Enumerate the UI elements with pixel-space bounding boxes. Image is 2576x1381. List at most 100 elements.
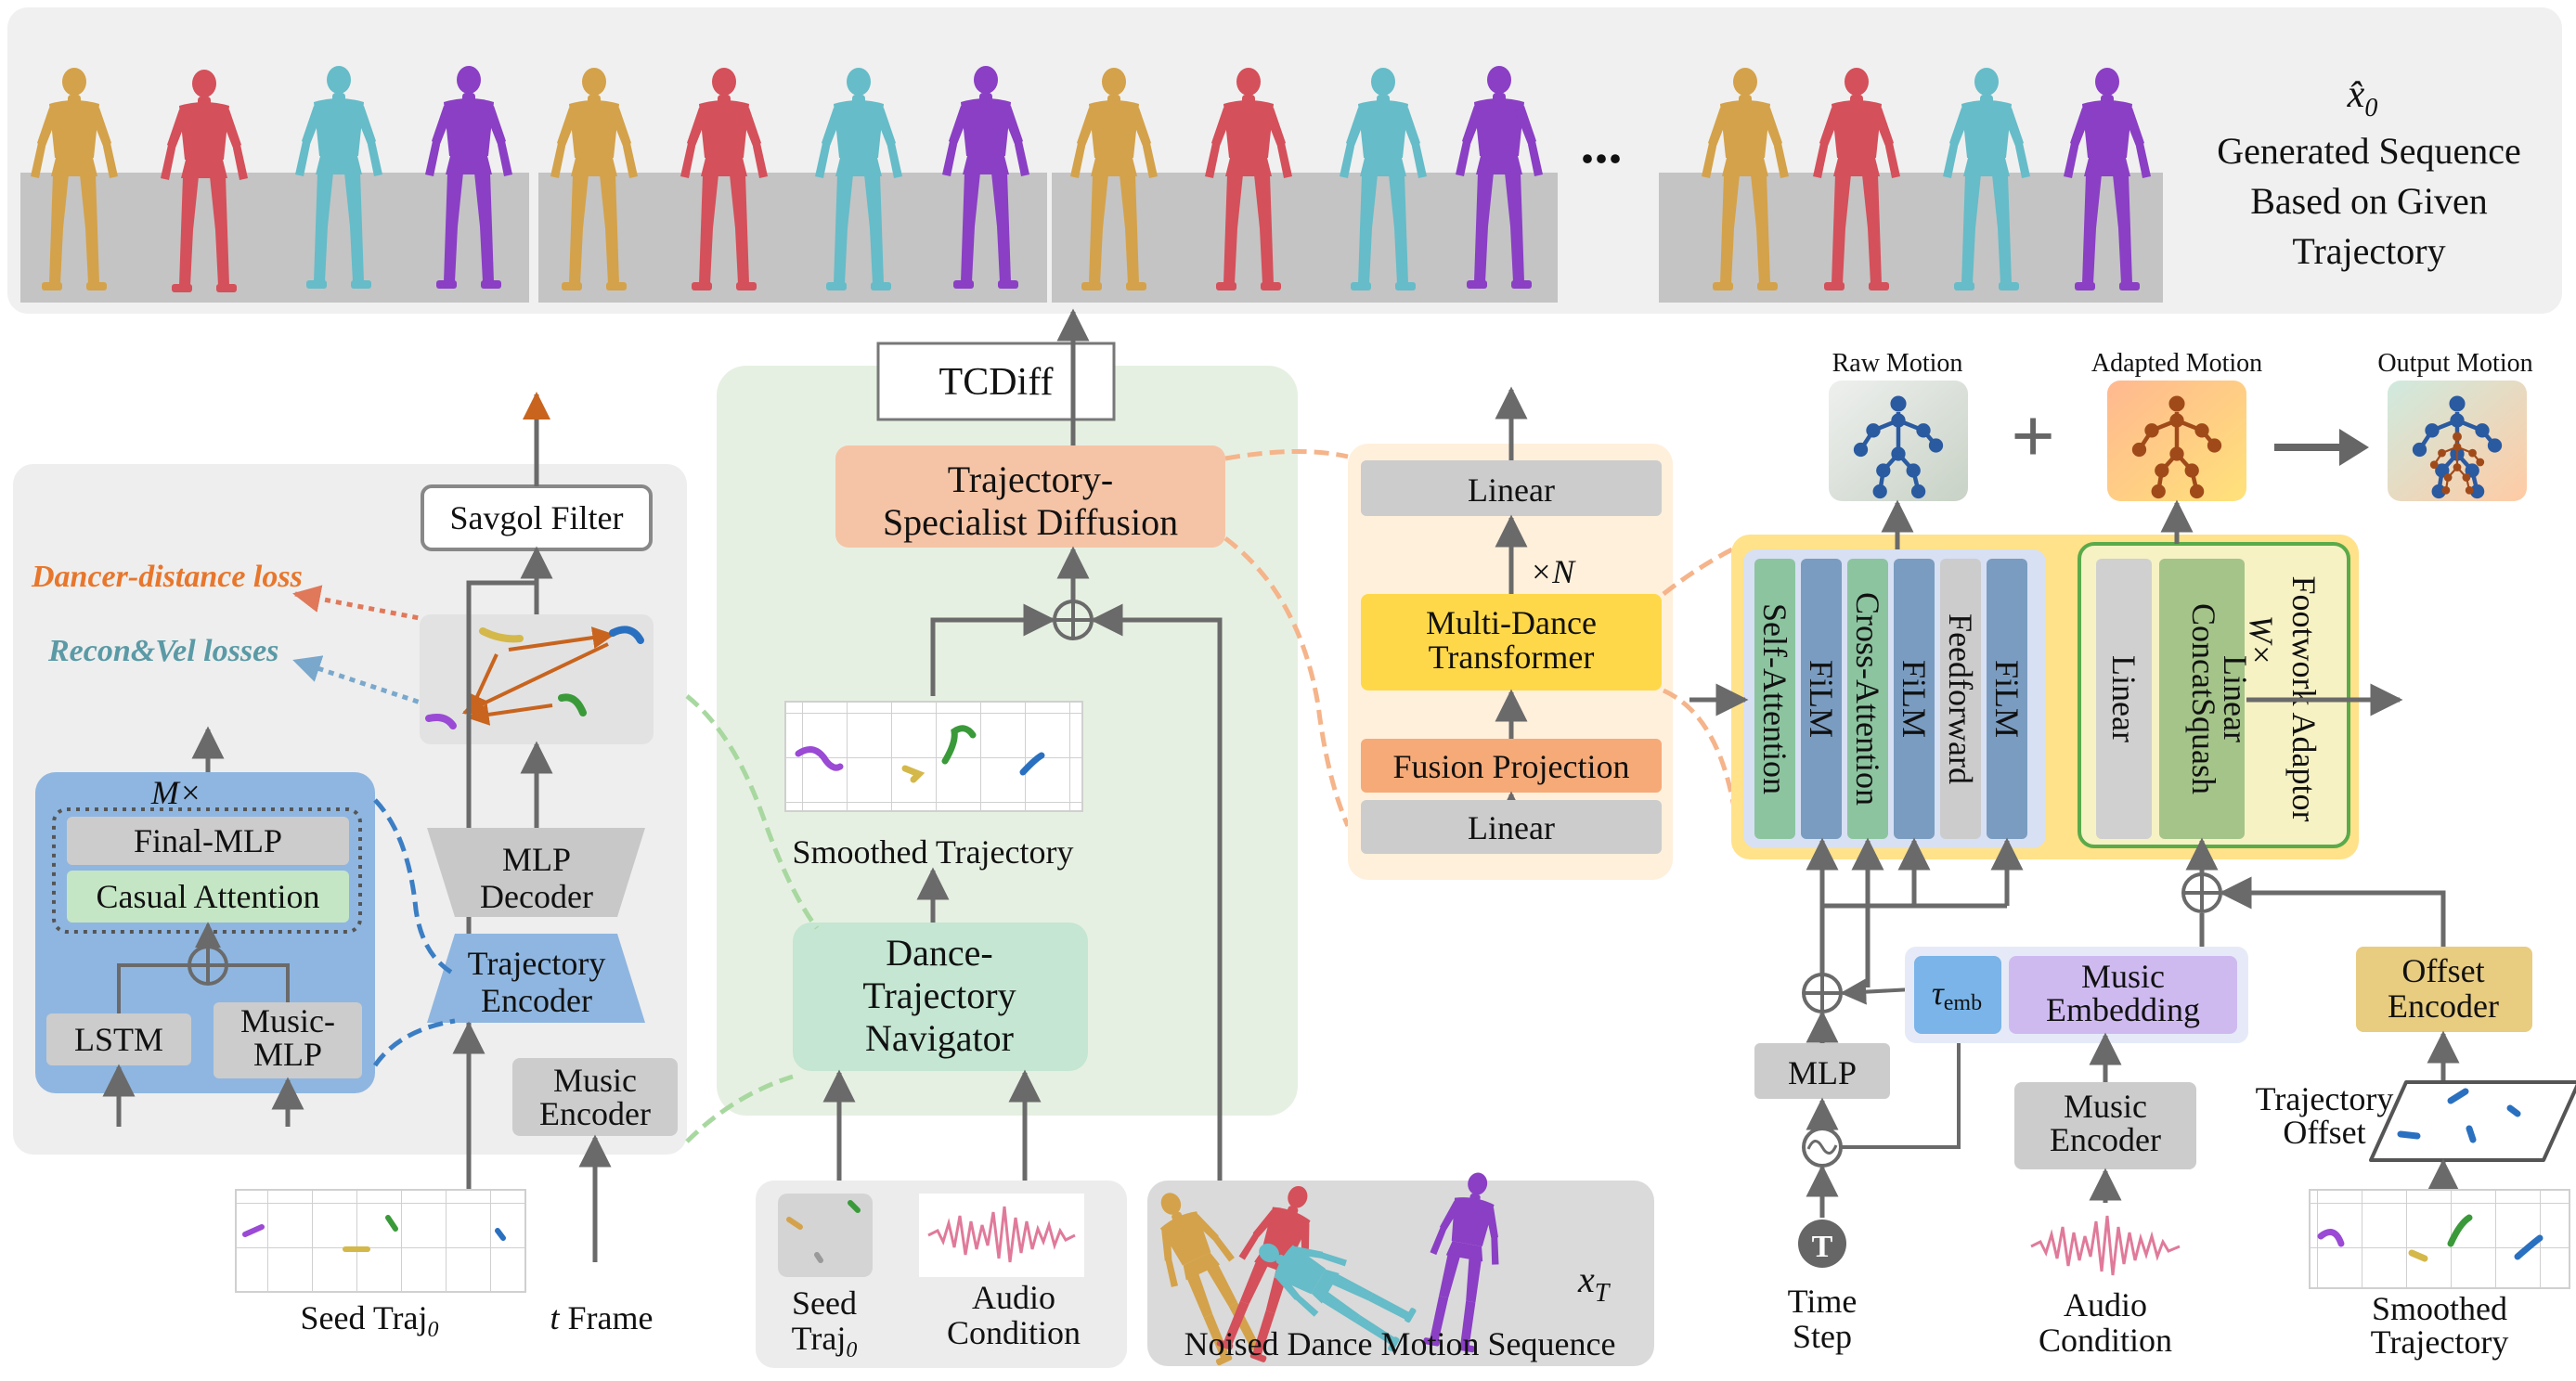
trajectory-offset-label-2: Offset <box>2283 1114 2365 1151</box>
x0-symbol: x̂0 <box>2347 73 2378 123</box>
mx-label: M× <box>150 774 201 811</box>
frame-label: t Frame <box>550 1299 654 1336</box>
time-sum-node <box>1802 973 1843 1013</box>
navigator-box <box>793 923 1088 1071</box>
music-embedding-label-2: Embedding <box>2046 991 2200 1028</box>
seed-mini-grid <box>778 1194 873 1277</box>
offset-encoder-label-2: Encoder <box>2388 987 2499 1025</box>
ellipsis: ... <box>1581 113 1623 174</box>
output-arrow <box>2274 429 2369 466</box>
linear-top-box <box>1361 460 1662 516</box>
lstm-box <box>46 1013 191 1065</box>
dashed-link-mdt-block-bottom <box>1662 688 1737 808</box>
music-encoder-box <box>512 1058 678 1136</box>
seed-traj-label: Seed Traj0 <box>300 1299 438 1342</box>
film-3-label: FiLM <box>1988 660 2026 738</box>
mlp-label: MLP <box>1788 1054 1857 1091</box>
right-audio-wave-path <box>2030 1215 2181 1276</box>
footwork-detail-panel: Raw Motion + Adapted Motion Output Motio… <box>1689 349 2576 1361</box>
linear-top-label: Linear <box>1468 471 1555 509</box>
plus-sign: + <box>2011 394 2055 480</box>
xt-symbol: xT <box>1577 1258 1612 1308</box>
noised-sequence-label: Noised Dance Motion Sequence <box>1184 1325 1616 1362</box>
sinusoid-node <box>1802 1127 1843 1168</box>
feedforward-box <box>1940 559 1981 839</box>
mlp-decoder-box <box>427 828 645 917</box>
adaptor-sum-node <box>2181 872 2222 913</box>
savgol-filter-label: Savgol Filter <box>450 499 624 536</box>
right-music-encoder-label-2: Encoder <box>2050 1121 2161 1158</box>
tcdiff-panel: TCDiff Trajectory- Specialist Diffusion … <box>685 308 1654 1371</box>
tau-emb-label: τemb <box>1932 974 1982 1015</box>
line-musicmlp-to-sum <box>227 963 290 1002</box>
music-encoder-label-2: Encoder <box>539 1095 651 1132</box>
tsd-sum-node <box>1053 600 1094 640</box>
right-music-encoder-box <box>2014 1082 2196 1169</box>
audio-label-1: Audio <box>972 1279 1055 1316</box>
cross-attention-label: Cross-Attention <box>1849 592 1886 806</box>
feedforward-label: Feedforward <box>1942 613 1979 784</box>
arrow-tau-to-sum <box>1840 978 1913 1005</box>
dance-frame-2 <box>538 66 1047 303</box>
generated-sequence-banner: ... x̂0 Generated Sequence Based on Give… <box>7 7 2562 314</box>
film-3-box <box>1987 559 2027 839</box>
music-embedding-box <box>2009 956 2237 1034</box>
mlp-decoder-label-2: Decoder <box>480 878 593 915</box>
adaptor-linear-label: Linear <box>2105 655 2142 742</box>
dashed-link-tsd-bottom <box>1223 536 1351 828</box>
recon-vel-losses-label: Recon&Vel losses <box>47 634 278 668</box>
final-mlp-label: Final-MLP <box>134 822 282 859</box>
linear-bottom-label: Linear <box>1468 809 1555 846</box>
dashed-link-encoder-navigator <box>685 1074 794 1143</box>
lstm-label: LSTM <box>74 1021 163 1058</box>
time-step-icon <box>1798 1220 1846 1268</box>
film-1-label: FiLM <box>1803 660 1840 738</box>
tsd-label-2: Specialist Diffusion <box>883 501 1178 543</box>
casual-attention-box <box>67 871 349 923</box>
time-step-symbol: T <box>1812 1230 1833 1264</box>
self-attention-label: Self-Attention <box>1756 603 1793 794</box>
tsd-box <box>835 445 1225 548</box>
film-2-box <box>1894 559 1935 839</box>
right-music-encoder-label-1: Music <box>2064 1088 2147 1125</box>
fusion-projection-box <box>1361 739 1662 793</box>
music-mlp-box <box>214 1002 362 1078</box>
navigator-label-2: Trajectory <box>862 974 1016 1016</box>
line-sinusoid-to-tau <box>1841 1009 1972 1149</box>
fusion-projection-label: Fusion Projection <box>1392 748 1629 785</box>
line-lstm-to-sum <box>117 963 189 1013</box>
right-audio-label-1: Audio <box>2064 1286 2147 1323</box>
dashed-link-panel-navigator <box>685 694 820 930</box>
mdt-label-2: Transformer <box>1429 639 1595 676</box>
tau-emb-box <box>1914 956 2001 1034</box>
navigator-label-1: Dance- <box>886 932 992 974</box>
casual-attention-label: Casual Attention <box>97 878 320 915</box>
mlp-decoder-label-1: MLP <box>502 841 571 878</box>
linear-bottom-box <box>1361 800 1662 854</box>
film-2-label: FiLM <box>1896 660 1933 738</box>
tsd-label-1: Trajectory- <box>948 458 1113 500</box>
raw-motion-label: Raw Motion <box>1832 349 1963 378</box>
dashed-link-mx-encoder <box>373 798 457 977</box>
right-smoothed-grid <box>2309 1189 2570 1289</box>
adapted-motion-label: Adapted Motion <box>2091 349 2262 378</box>
dancer-distance-loss-label: Dancer-distance loss <box>31 560 303 594</box>
final-mlp-box <box>67 817 349 865</box>
offset-encoder-box <box>2356 947 2532 1032</box>
dashed-link-mdt-block-top <box>1662 545 1738 596</box>
trajectory-encoder-label-1: Trajectory <box>468 945 606 982</box>
concat-squash-label-1: ConcatSquash <box>2185 603 2222 794</box>
music-mlp-label-2: MLP <box>253 1036 322 1073</box>
dancer-distance-panel <box>420 614 654 744</box>
generated-caption-line3: Trajectory <box>2292 230 2445 272</box>
smoothed-trajectory-label: Smoothed Trajectory <box>793 833 1074 871</box>
seed-label-1: Seed <box>792 1284 857 1322</box>
mx-sum-node <box>188 945 228 986</box>
right-audio-label-2: Condition <box>2039 1322 2172 1359</box>
adaptor-linear-box <box>2096 559 2152 839</box>
trajectory-offset-shape <box>2369 1080 2576 1162</box>
offset-encoder-label-1: Offset <box>2401 952 2484 989</box>
dancer-loss-dotted-arrow <box>292 585 430 623</box>
smoothed-traj-grid <box>784 701 1083 812</box>
